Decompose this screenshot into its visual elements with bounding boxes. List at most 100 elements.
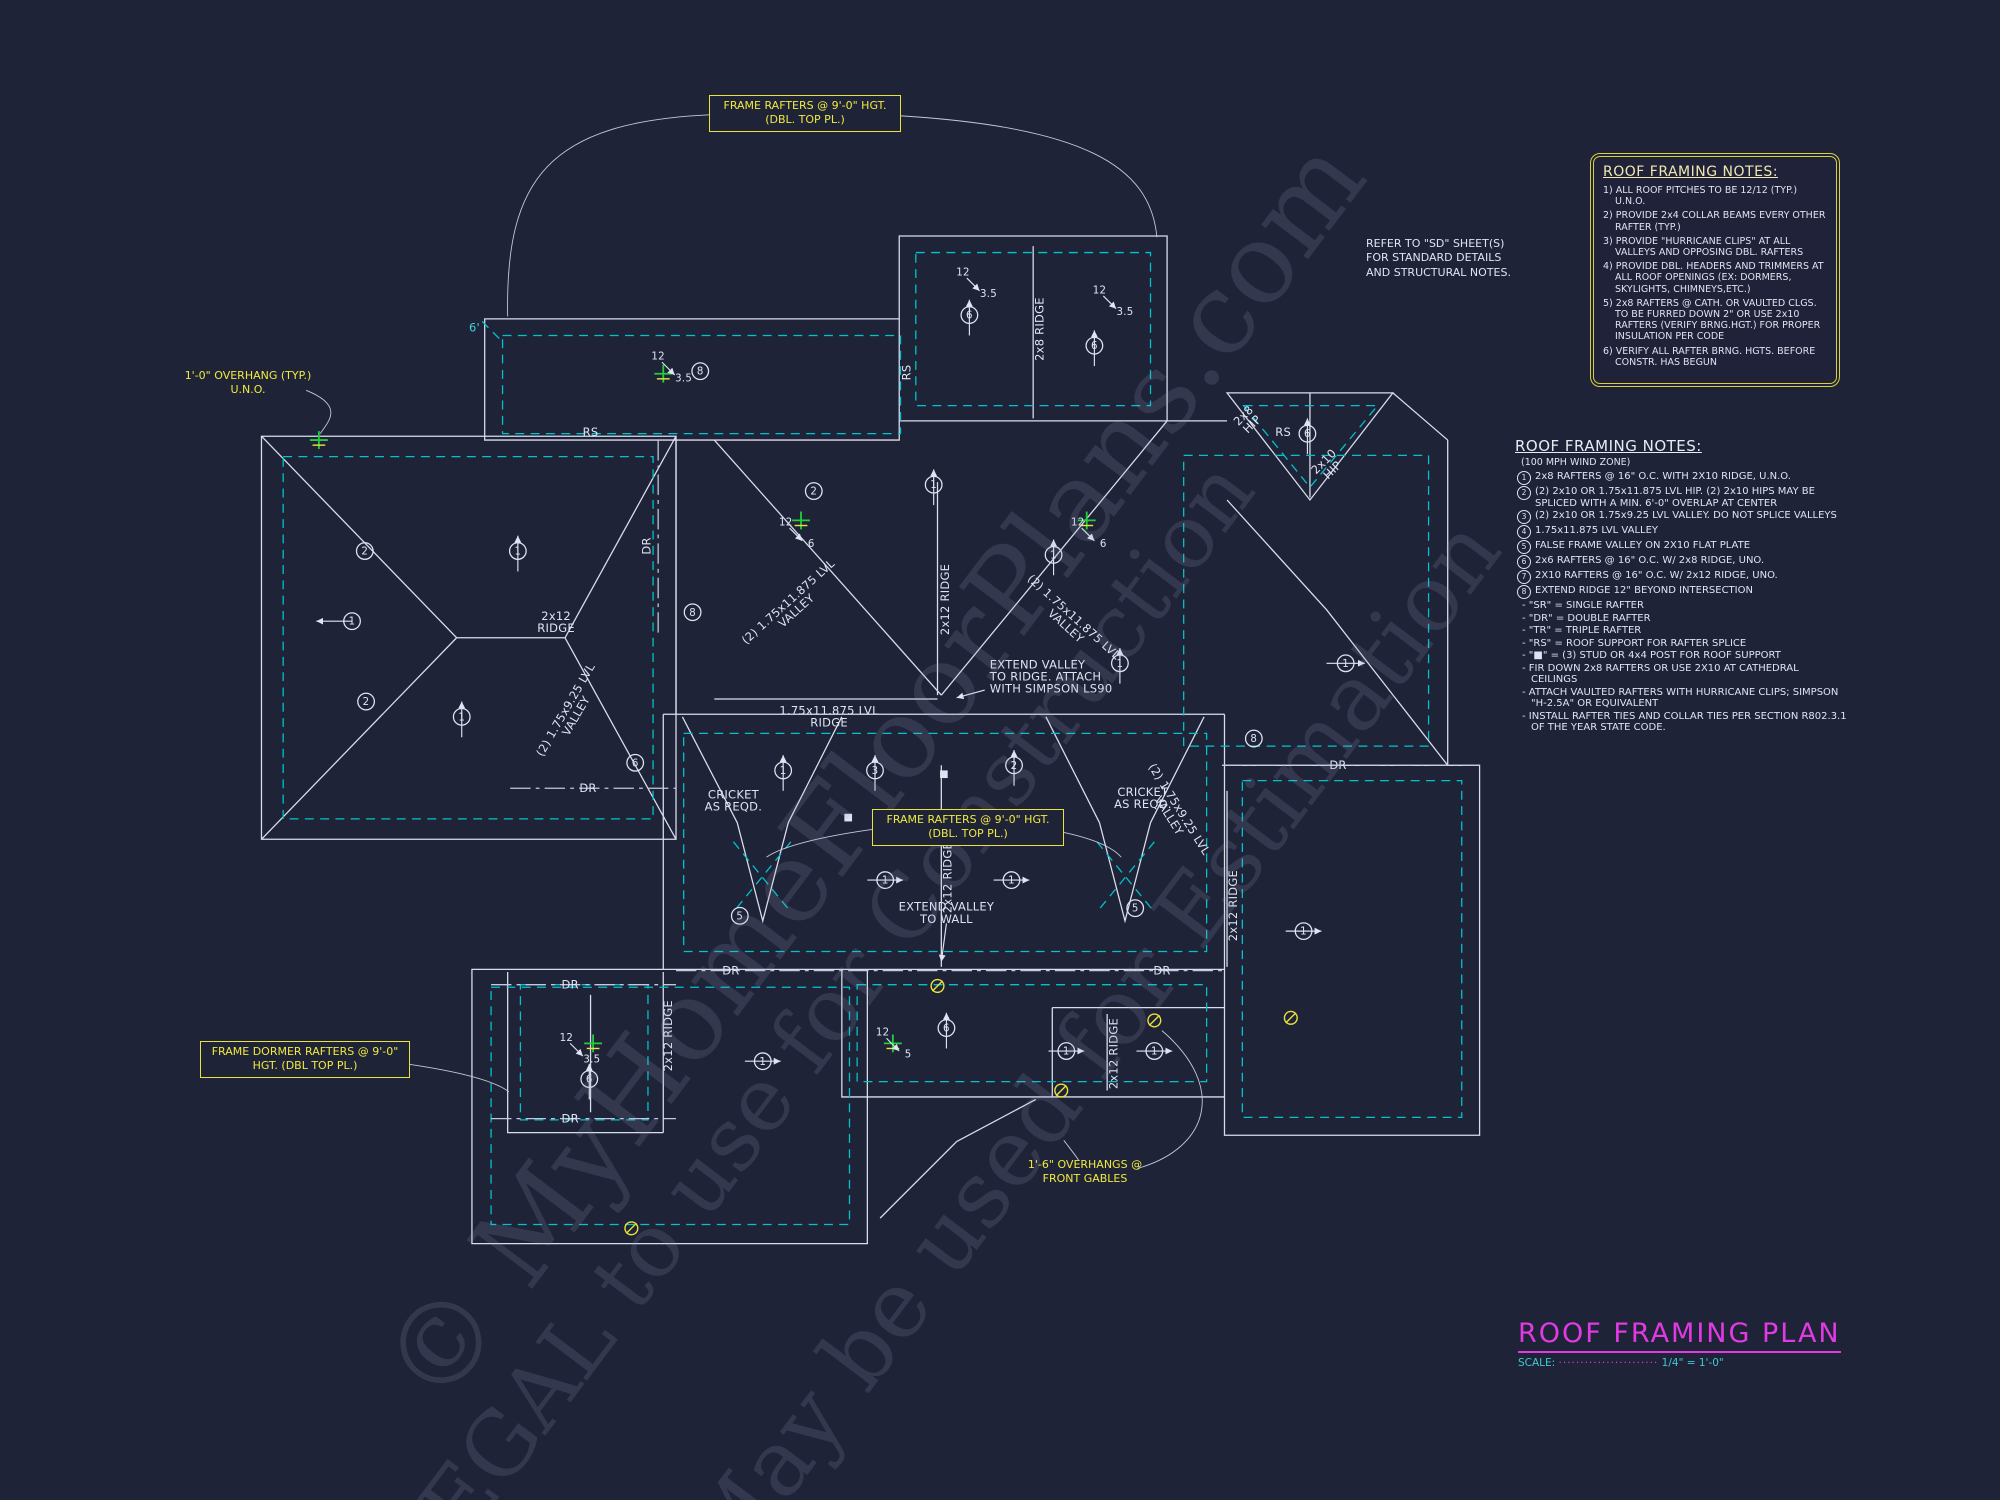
- callout-overhang-typ: 1'-0" OVERHANG (TYP.) U.N.O.: [173, 369, 323, 398]
- section-marker-tick: [625, 1222, 637, 1234]
- keynote-number-badge: 4: [1517, 525, 1531, 539]
- scale-label: SCALE:: [1518, 1357, 1556, 1369]
- refer-note-line: REFER TO "SD" SHEET(S): [1366, 237, 1505, 250]
- callout-line: HGT. (DBL TOP PL.): [252, 1059, 358, 1073]
- survey-cross-marker: [309, 431, 328, 449]
- pitch-slope-arrow: [966, 277, 980, 292]
- legend-note: - FIR DOWN 2x8 RAFTERS OR USE 2X10 AT CA…: [1522, 662, 1799, 686]
- notes-box-item: 4) PROVIDE DBL. HEADERS AND TRIMMERS AT …: [1603, 261, 1824, 295]
- keynote-number: 1: [1063, 1047, 1070, 1058]
- callout-line: 1'-0" OVERHANG (TYP.): [184, 369, 312, 382]
- keynote-circle: [355, 542, 374, 560]
- keynote-number: 8: [689, 608, 696, 619]
- keynote-circle: [683, 603, 702, 622]
- rafter-direction-arrow: [956, 689, 985, 700]
- pitch-rise-label: 12: [651, 352, 664, 363]
- keynote-number-badge: 3: [1517, 510, 1531, 524]
- callout-frame-rafters-top: FRAME RAFTERS @ 9'-0" HGT. (DBL. TOP PL.…: [709, 95, 901, 132]
- notes-box-item: 2) PROVIDE 2x4 COLLAR BEAMS EVERY OTHER …: [1603, 210, 1826, 233]
- section-marker: [1054, 1083, 1069, 1098]
- keynote-number-badge: 7: [1517, 570, 1531, 584]
- keynote-circle: [1244, 729, 1263, 748]
- leader-lines: [305, 114, 1203, 1169]
- survey-cross-marker: [654, 364, 673, 383]
- scale-line: SCALE: ······················· 1/4" = 1'…: [1518, 1357, 1841, 1369]
- plan-label: DR: [579, 781, 596, 795]
- dash-dot-lines: [491, 440, 1480, 1120]
- pitch-rise-label: 12: [560, 1033, 573, 1044]
- notes-box-title: ROOF FRAMING NOTES:: [1603, 164, 1779, 180]
- keynote-number: 6: [632, 758, 639, 769]
- keynote-circle: [804, 482, 823, 500]
- plan-label: 2x8HIP: [1231, 403, 1265, 437]
- keynote-circle: [626, 753, 645, 772]
- keynote-text: 1.75x11.875 LVL VALLEY: [1535, 525, 1659, 536]
- callout-line: U.N.O.: [230, 383, 266, 397]
- keyed-note: 3(2) 2x10 OR 1.75x9.25 LVL VALLEY. DO NO…: [1515, 510, 1847, 524]
- callout-front-gable-overhangs: 1'-6" OVERHANGS @ FRONT GABLES: [1018, 1158, 1152, 1187]
- keynote-number-badge: 6: [1517, 555, 1531, 569]
- section-marker-tick: [931, 980, 944, 992]
- pitch-rise-label: 12: [1093, 285, 1106, 296]
- keynote-text: FALSE FRAME VALLEY ON 2X10 FLAT PLATE: [1535, 540, 1751, 551]
- survey-cross-marker: [584, 1034, 603, 1053]
- plan-label: DR: [1329, 758, 1346, 772]
- keynote-text: 2x6 RAFTERS @ 16" O.C. W/ 2x8 RIDGE, UNO…: [1535, 555, 1765, 566]
- plan-label: RS: [1275, 425, 1291, 439]
- roof-framing-notes-box-inner: ROOF FRAMING NOTES: 1) ALL ROOF PITCHES …: [1593, 156, 1837, 384]
- keynote-number-badge: 1: [1517, 471, 1531, 485]
- pitch-run-label: 3.5: [675, 373, 692, 384]
- section-marker: [1283, 1010, 1298, 1025]
- notes-list-subtitle: (100 MPH WIND ZONE): [1521, 457, 1631, 468]
- pitch-slope-arrow: [569, 1042, 584, 1057]
- pitch-run-label: 5: [905, 1049, 912, 1060]
- notes-list-title: ROOF FRAMING NOTES:: [1515, 437, 1702, 455]
- plan-label: 2x10HIP: [1308, 446, 1347, 485]
- pitch-slope-arrow: [1081, 527, 1095, 542]
- notes-box-item: 1) ALL ROOF PITCHES TO BE 12/12 (TYP.) U…: [1603, 185, 1798, 208]
- rafter-direction-arrow: [938, 923, 947, 962]
- keynote-number: 2: [363, 697, 370, 708]
- keynote-number: 5: [736, 911, 743, 922]
- plan-label: 2x12 RIDGE: [938, 564, 952, 635]
- keynote-number: 8: [697, 367, 704, 378]
- section-marker-tick: [1285, 1012, 1297, 1024]
- keynote-number: 2: [361, 547, 368, 558]
- keynote-text: (2) 2x10 OR 1.75x11.875 LVL HIP. (2) 2x1…: [1535, 486, 1815, 509]
- keynote-number: 1: [1300, 927, 1307, 938]
- sheet-title: ROOF FRAMING PLAN: [1518, 1318, 1841, 1353]
- keynote-number: 8: [1250, 734, 1257, 745]
- notes-box-item: 5) 2x8 RAFTERS @ CATH. OR VAULTED CLGS. …: [1603, 297, 1821, 343]
- wall-dashed-lines: [282, 251, 1463, 1226]
- plan-label: 2x8 RIDGE: [1032, 297, 1046, 361]
- keynote-number: 1: [1008, 876, 1015, 887]
- callout-line: FRAME DORMER RAFTERS @ 9'-0": [211, 1045, 399, 1058]
- plan-label: RS: [900, 365, 914, 381]
- pitch-run-label: 6: [1100, 539, 1107, 550]
- pitch-run-label: 3.5: [1117, 307, 1134, 318]
- keynote-number: 1: [1342, 659, 1349, 670]
- section-marker: [930, 978, 945, 994]
- pitch-run-label: 3.5: [583, 1055, 600, 1066]
- legend-note: - ATTACH VAULTED RAFTERS WITH HURRICANE …: [1522, 686, 1839, 710]
- notes-box-item: 3) PROVIDE "HURRICANE CLIPS" AT ALL VALL…: [1603, 235, 1804, 259]
- pitch-slope-arrow: [886, 1037, 900, 1052]
- pitch-slope-arrow: [789, 527, 803, 542]
- keynote-number-badge: 8: [1517, 585, 1531, 599]
- keynote-circle: [357, 692, 375, 711]
- plan-label: 2x12 RIDGE: [1226, 870, 1240, 941]
- scale-leader-dots: ·······················: [1558, 1357, 1659, 1369]
- pitch-slope-arrow: [661, 361, 676, 376]
- plan-label: DR: [561, 1111, 578, 1125]
- callout-frame-dormer-rafters: FRAME DORMER RAFTERS @ 9'-0" HGT. (DBL T…: [200, 1041, 410, 1078]
- plan-label: 2x12 RIDGE: [941, 842, 955, 913]
- plan-label: (2) 1.75x9.25 LVLVALLEY: [533, 660, 608, 764]
